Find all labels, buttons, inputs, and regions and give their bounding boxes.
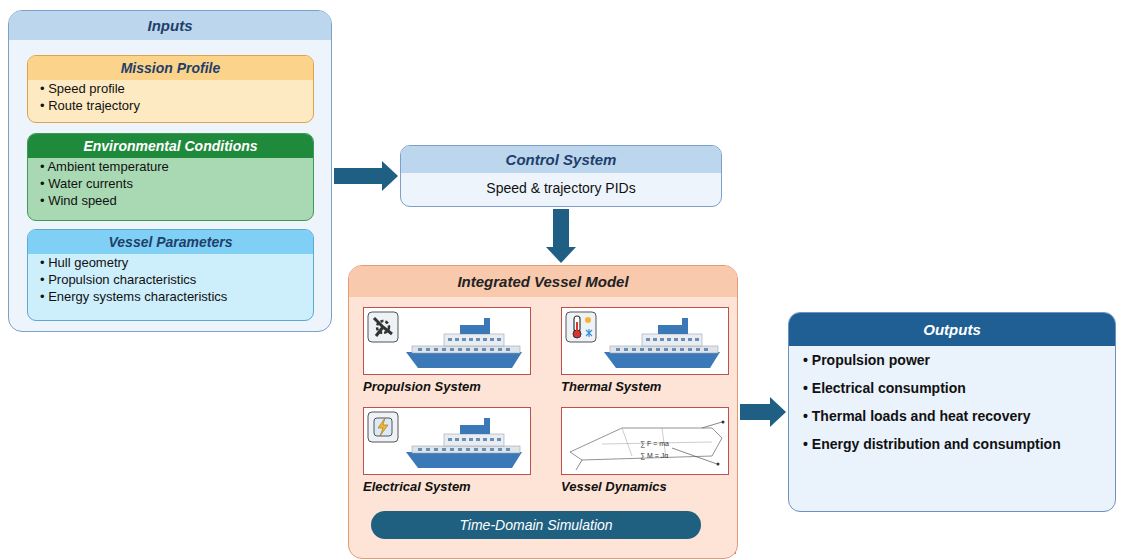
vessel-illustration <box>562 308 727 373</box>
node-card: Environmental Conditions• Ambient temper… <box>27 133 314 221</box>
node-out: Outputs• Propulsion power• Electrical co… <box>788 312 1116 512</box>
header: Environmental Conditions <box>28 134 313 158</box>
body-text: • Wind speed <box>28 192 313 209</box>
pill-text: Time-Domain Simulation <box>371 511 701 539</box>
vessel-illustration <box>364 408 529 473</box>
formula-label: ∑ F = ma <box>640 440 669 447</box>
node-img: Electrical System <box>363 407 531 499</box>
body-text: • Water currents <box>28 175 313 192</box>
header: Inputs <box>9 11 331 40</box>
caption: Propulsion System <box>363 379 481 394</box>
block-arrow <box>546 209 576 263</box>
header: Integrated Vessel Model <box>349 266 737 297</box>
illustration-frame <box>561 307 729 375</box>
body-text: • Ambient temperature <box>28 158 313 175</box>
node-card: Mission Profile• Speed profile• Route tr… <box>27 55 314 123</box>
body-text: • Propulsion power <box>789 346 1115 374</box>
header: Mission Profile <box>28 56 313 80</box>
body-text: • Hull geometry <box>28 254 313 271</box>
illustration-frame <box>363 307 531 375</box>
body-text: • Propulsion characteristics <box>28 271 313 288</box>
caption: Thermal System <box>561 379 661 394</box>
body-text: • Energy distribution and consumption <box>789 430 1115 458</box>
node-img: Propulsion System <box>363 307 531 399</box>
body-text: • Route trajectory <box>28 97 313 114</box>
node-pill: Time-Domain Simulation <box>371 511 701 539</box>
node-ivm: Integrated Vessel ModelPropulsion System… <box>348 265 738 559</box>
formula-label: ∑ M = Jα <box>640 452 668 459</box>
caption: Vessel Dynamics <box>561 479 667 494</box>
block-arrow <box>334 161 398 191</box>
header: Control System <box>401 146 721 173</box>
header: Outputs <box>789 313 1115 346</box>
body-text: • Thermal loads and heat recovery <box>789 402 1115 430</box>
block-arrow <box>740 397 786 427</box>
body-text: Speed & trajectory PIDs <box>401 173 721 203</box>
body-text: • Speed profile <box>28 80 313 97</box>
header: Vessel Parameters <box>28 230 313 254</box>
illustration-frame <box>363 407 531 475</box>
node-ctrl: Control SystemSpeed & trajectory PIDs <box>400 145 722 207</box>
body-text: • Energy systems characteristics <box>28 288 313 305</box>
vessel-illustration <box>364 308 529 373</box>
node-img: Thermal System <box>561 307 729 399</box>
body-text: • Electrical consumption <box>789 374 1115 402</box>
caption: Electrical System <box>363 479 471 494</box>
node-panel: InputsMission Profile• Speed profile• Ro… <box>8 10 332 332</box>
node-card: Vessel Parameters• Hull geometry• Propul… <box>27 229 314 321</box>
